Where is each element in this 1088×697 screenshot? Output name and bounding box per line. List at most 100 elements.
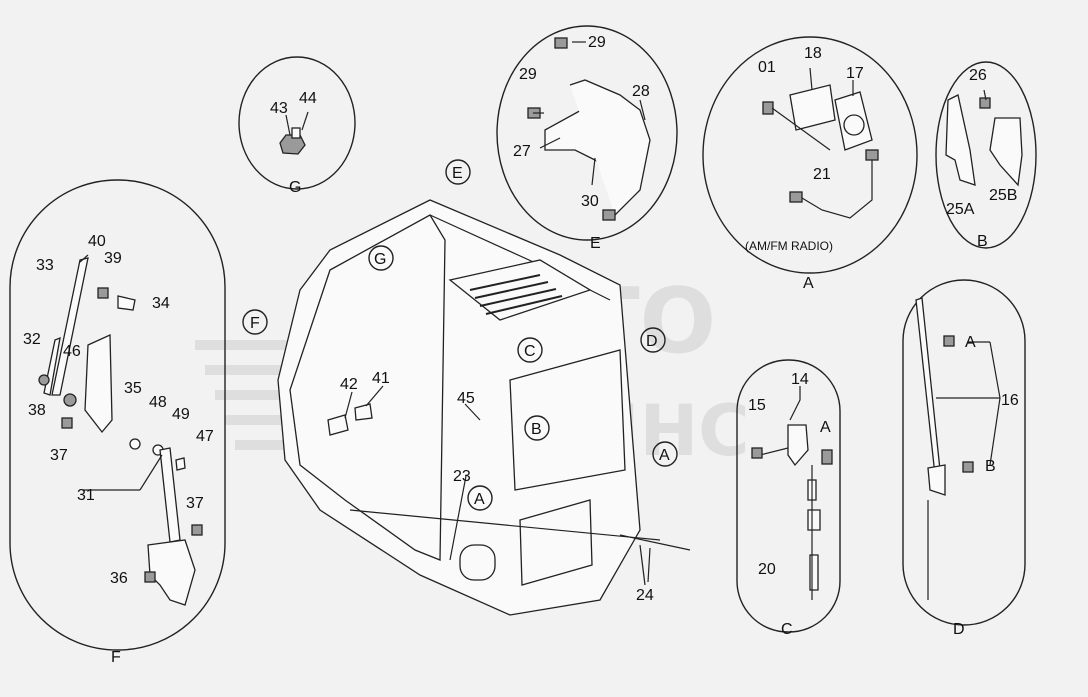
cover-35 bbox=[84, 334, 113, 434]
marker-a2-circle bbox=[467, 485, 493, 511]
connector-21b bbox=[789, 191, 803, 203]
joint-34 bbox=[117, 295, 136, 311]
callout-b-letter: B bbox=[977, 233, 988, 250]
speaker-cone bbox=[843, 114, 865, 136]
callout-e: 29 29 27 28 30 E bbox=[496, 25, 678, 252]
marker-b: B bbox=[531, 421, 542, 438]
label-14: 14 bbox=[791, 371, 809, 388]
marker-g: G bbox=[374, 251, 386, 268]
marker-d-circle bbox=[640, 327, 666, 353]
callout-b-bubble bbox=[935, 61, 1037, 249]
bolt-15 bbox=[751, 447, 763, 459]
marker-b-circle bbox=[524, 415, 550, 441]
callout-e-bubble bbox=[496, 25, 678, 241]
connector-21a bbox=[865, 149, 879, 161]
callout-f-bubble bbox=[9, 179, 226, 651]
bolt-d-a bbox=[943, 335, 955, 347]
callout-g-letter: G bbox=[289, 179, 301, 196]
switch-part bbox=[279, 134, 306, 155]
cover-25b bbox=[989, 117, 1023, 187]
label-44: 44 bbox=[299, 90, 317, 107]
label-29a: 29 bbox=[588, 34, 606, 51]
label-17: 17 bbox=[846, 65, 864, 82]
label-37a: 37 bbox=[50, 447, 68, 464]
front-window bbox=[509, 349, 626, 491]
callout-d-letter: D bbox=[953, 621, 965, 638]
label-29b: 29 bbox=[519, 66, 537, 83]
label-25b: 25B bbox=[989, 187, 1017, 204]
cab-left-side bbox=[289, 214, 446, 561]
connector-a bbox=[821, 449, 833, 465]
bolt-37b bbox=[191, 524, 203, 536]
label-37b: 37 bbox=[186, 495, 204, 512]
marker-g-circle bbox=[368, 245, 394, 271]
screw-01 bbox=[762, 101, 774, 115]
harness-28 bbox=[569, 79, 651, 216]
callout-a-letter: A bbox=[803, 275, 814, 292]
part-41 bbox=[354, 403, 373, 421]
callout-a: 01 18 17 21 (AM/FM RADIO) A bbox=[702, 36, 918, 292]
callout-d: A B 16 D bbox=[902, 279, 1026, 638]
callout-f: 40 33 39 34 32 46 38 35 48 49 47 37 31 3… bbox=[9, 179, 226, 666]
marker-a1-circle bbox=[652, 441, 678, 467]
callout-c: 14 15 A 20 C bbox=[736, 359, 841, 638]
label-26: 26 bbox=[969, 67, 987, 84]
callout-a-bubble bbox=[702, 36, 918, 274]
callout-d-bubble bbox=[902, 279, 1026, 626]
label-15: 15 bbox=[748, 397, 766, 414]
wiper-blade-33 bbox=[51, 257, 89, 396]
label-31: 31 bbox=[77, 487, 95, 504]
callout-e-letter: E bbox=[590, 235, 601, 252]
label-23: 23 bbox=[453, 468, 471, 485]
label-32: 32 bbox=[23, 331, 41, 348]
callout-b: 26 25A 25B B bbox=[935, 61, 1037, 250]
bolt-36 bbox=[144, 571, 156, 583]
part-42 bbox=[327, 414, 349, 436]
antenna-24 bbox=[619, 534, 691, 551]
cab-assembly: 42 41 45 23 24 bbox=[277, 199, 691, 616]
label-45: 45 bbox=[457, 390, 475, 407]
marker-f: F bbox=[250, 315, 260, 332]
label-43: 43 bbox=[270, 100, 288, 117]
roof-vents bbox=[469, 274, 563, 315]
marker-d-b: B bbox=[985, 458, 996, 475]
antenna-cable-20a bbox=[807, 509, 821, 531]
label-46: 46 bbox=[63, 343, 81, 360]
label-35: 35 bbox=[124, 380, 142, 397]
label-21: 21 bbox=[813, 166, 831, 183]
label-27: 27 bbox=[513, 143, 531, 160]
label-39: 39 bbox=[104, 250, 122, 267]
marker-c: C bbox=[524, 343, 536, 360]
label-38: 38 bbox=[28, 402, 46, 419]
callout-c-bubble bbox=[736, 359, 841, 633]
callout-a-caption: (AM/FM RADIO) bbox=[745, 239, 833, 253]
label-18: 18 bbox=[804, 45, 822, 62]
label-34: 34 bbox=[152, 295, 170, 312]
antenna-base-14 bbox=[787, 424, 809, 467]
bolt-d-b bbox=[962, 461, 974, 473]
location-markers: E G F C D B A A bbox=[242, 159, 678, 511]
callout-g: 43 44 G bbox=[238, 56, 356, 196]
label-47: 47 bbox=[196, 428, 214, 445]
label-33: 33 bbox=[36, 257, 54, 274]
label-41: 41 bbox=[372, 370, 390, 387]
callout-c-letter: C bbox=[781, 621, 793, 638]
bolt-39 bbox=[97, 287, 109, 299]
rod-16 bbox=[915, 297, 941, 477]
label-30: 30 bbox=[581, 193, 599, 210]
marker-f-circle bbox=[242, 309, 268, 335]
bolt-37a bbox=[61, 417, 73, 429]
marker-c-a: A bbox=[820, 419, 831, 436]
cab-lamp bbox=[459, 544, 496, 581]
handle-25a bbox=[945, 94, 976, 186]
label-01: 01 bbox=[758, 59, 776, 76]
rod-end bbox=[927, 464, 946, 496]
antenna-cable-20b bbox=[809, 554, 819, 591]
nut-47 bbox=[175, 457, 186, 471]
marker-e-circle bbox=[445, 159, 471, 185]
bolt-29a bbox=[554, 37, 568, 49]
nut-38 bbox=[38, 374, 50, 386]
link-31 bbox=[159, 447, 181, 543]
